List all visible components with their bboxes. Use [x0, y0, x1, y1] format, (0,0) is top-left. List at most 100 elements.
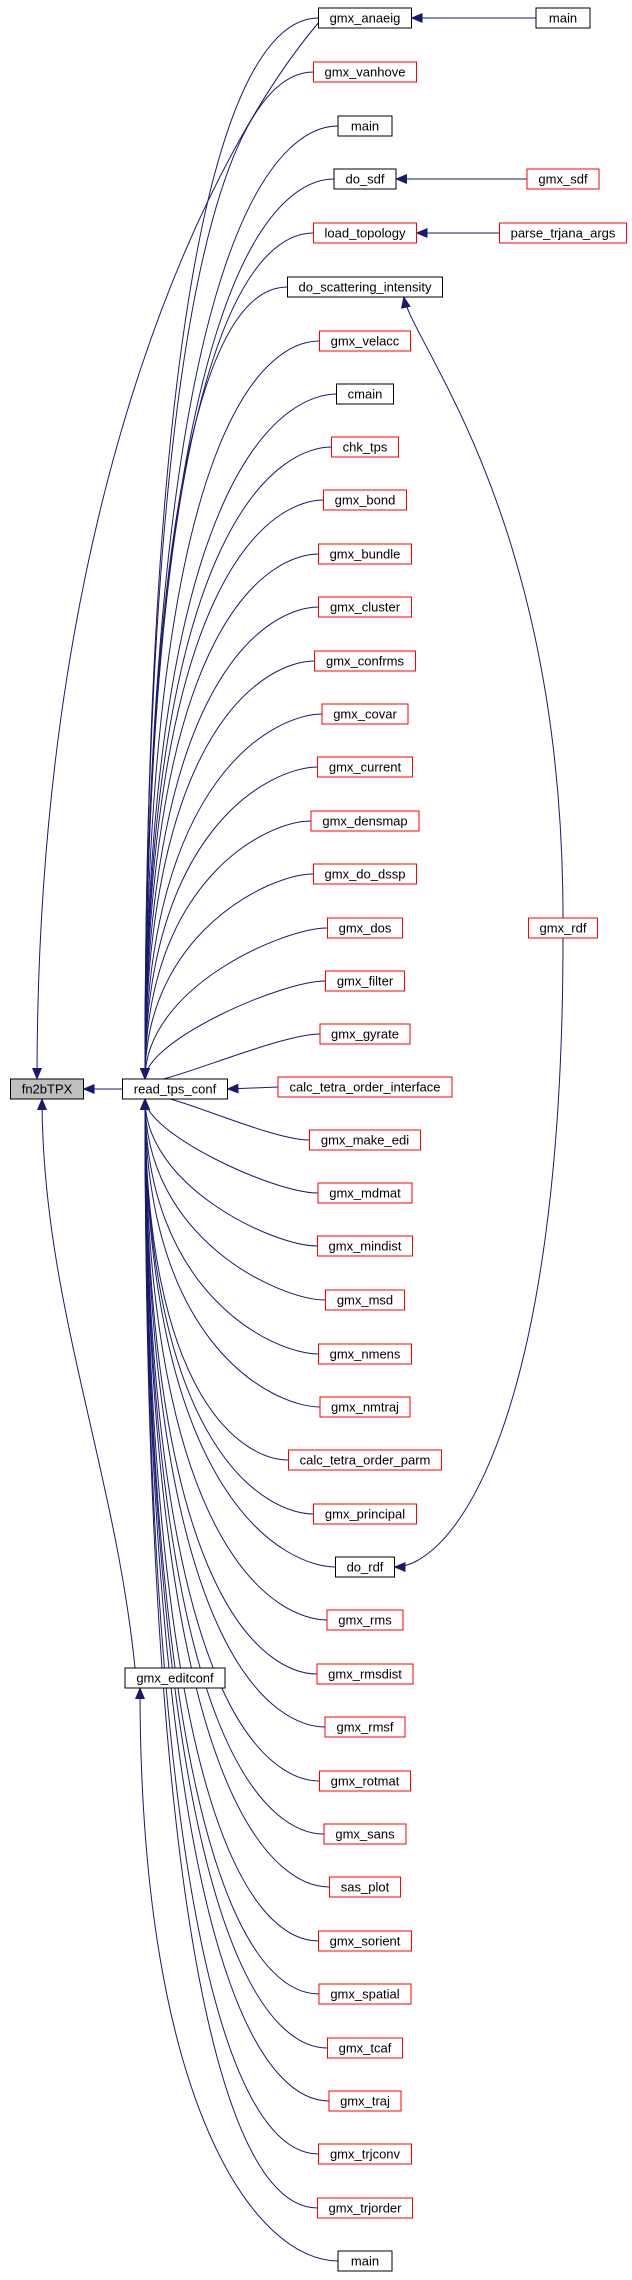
- node-gmx_nmtraj[interactable]: gmx_nmtraj: [319, 1396, 411, 1418]
- node-gmx_dos[interactable]: gmx_dos: [327, 917, 403, 939]
- node-gmx_vanhove[interactable]: gmx_vanhove: [313, 61, 417, 83]
- node-gmx_rdf[interactable]: gmx_rdf: [528, 917, 598, 939]
- node-gmx_principal[interactable]: gmx_principal: [313, 1503, 417, 1525]
- node-gmx_do_dssp[interactable]: gmx_do_dssp: [313, 863, 417, 885]
- node-label: gmx_densmap: [322, 814, 407, 829]
- edge-gmx_rmsf-to-read_tps_conf: [140, 1098, 326, 1728]
- node-gmx_nmens[interactable]: gmx_nmens: [318, 1343, 412, 1365]
- node-sas_plot[interactable]: sas_plot: [329, 1876, 401, 1898]
- edge-gmx_anaeig-to-fn2btpx: [32, 17, 323, 1080]
- node-label: gmx_make_edi: [321, 1133, 409, 1148]
- edge-do_scattering_intensity-to-read_tps_conf: [140, 286, 288, 1080]
- node-calc_tetra_order_interface[interactable]: calc_tetra_order_interface: [277, 1076, 453, 1098]
- node-gmx_sans[interactable]: gmx_sans: [323, 1823, 407, 1845]
- node-do_rdf[interactable]: do_rdf: [335, 1556, 395, 1578]
- node-gmx_trjconv[interactable]: gmx_trjconv: [318, 2143, 412, 2165]
- node-main_2[interactable]: main: [337, 2250, 393, 2272]
- node-box: [313, 61, 417, 83]
- node-box: [317, 1235, 413, 1257]
- node-label: gmx_vanhove: [325, 65, 406, 80]
- node-box: [325, 1289, 405, 1311]
- edge-gmx_dos-to-read_tps_conf: [140, 927, 328, 1080]
- node-label: do_sdf: [345, 172, 384, 187]
- node-box: [535, 7, 591, 29]
- node-label: gmx_rms: [338, 1613, 392, 1628]
- edge-gmx_gyrate-to-read_tps_conf: [140, 1033, 321, 1091]
- node-gmx_rmsf[interactable]: gmx_rmsf: [324, 1716, 406, 1738]
- node-label: gmx_editconf: [136, 1671, 214, 1686]
- node-load_topology[interactable]: load_topology: [313, 222, 417, 244]
- node-main_1[interactable]: main: [337, 115, 393, 137]
- node-gmx_tcaf[interactable]: gmx_tcaf: [327, 2037, 403, 2059]
- node-gmx_densmap[interactable]: gmx_densmap: [310, 810, 420, 832]
- node-gmx_trjorder[interactable]: gmx_trjorder: [317, 2197, 413, 2219]
- node-box: [318, 2143, 412, 2165]
- node-gmx_rms[interactable]: gmx_rms: [326, 1609, 404, 1631]
- edge-gmx_rms-to-read_tps_conf: [140, 1098, 328, 1621]
- node-do_scattering_intensity[interactable]: do_scattering_intensity: [287, 276, 443, 298]
- node-label: gmx_gyrate: [331, 1027, 399, 1042]
- node-parse_trjana_args[interactable]: parse_trjana_args: [499, 222, 627, 244]
- node-gmx_anaeig[interactable]: gmx_anaeig: [318, 7, 412, 29]
- node-gmx_rmsdist[interactable]: gmx_rmsdist: [316, 1663, 414, 1685]
- node-label: main: [549, 11, 577, 26]
- node-gmx_bond[interactable]: gmx_bond: [323, 489, 407, 511]
- node-box: [329, 1876, 401, 1898]
- node-do_sdf[interactable]: do_sdf: [333, 168, 397, 190]
- edge-gmx_confrms-to-read_tps_conf: [140, 660, 315, 1080]
- node-box: [319, 330, 411, 352]
- node-label: gmx_spatial: [330, 1987, 399, 2002]
- node-gmx_msd[interactable]: gmx_msd: [325, 1289, 405, 1311]
- node-read_tps_conf[interactable]: read_tps_conf: [122, 1078, 228, 1100]
- node-gmx_cluster[interactable]: gmx_cluster: [318, 596, 412, 618]
- node-gmx_sdf[interactable]: gmx_sdf: [526, 168, 600, 190]
- node-label: gmx_msd: [337, 1293, 393, 1308]
- node-cmain[interactable]: cmain: [336, 383, 394, 405]
- node-box: [327, 2037, 403, 2059]
- node-label: do_rdf: [347, 1560, 384, 1575]
- edge-gmx_current-to-read_tps_conf: [140, 766, 318, 1080]
- node-label: fn2bTPX: [22, 1082, 73, 1097]
- node-gmx_confrms[interactable]: gmx_confrms: [314, 650, 416, 672]
- node-gmx_filter[interactable]: gmx_filter: [325, 970, 405, 992]
- node-gmx_gyrate[interactable]: gmx_gyrate: [319, 1023, 411, 1045]
- node-label: do_scattering_intensity: [299, 280, 432, 295]
- node-label: gmx_covar: [333, 707, 397, 722]
- node-box: [337, 115, 393, 137]
- node-gmx_current[interactable]: gmx_current: [317, 756, 413, 778]
- node-label: gmx_bundle: [330, 547, 401, 562]
- edge-gmx_vanhove-to-read_tps_conf: [140, 71, 314, 1080]
- node-gmx_covar[interactable]: gmx_covar: [321, 703, 409, 725]
- node-gmx_spatial[interactable]: gmx_spatial: [318, 1983, 412, 2005]
- node-gmx_velacc[interactable]: gmx_velacc: [319, 330, 411, 352]
- node-label: parse_trjana_args: [511, 226, 616, 241]
- node-label: gmx_filter: [337, 974, 394, 989]
- edge-gmx_densmap-to-read_tps_conf: [140, 820, 312, 1080]
- node-box: [310, 810, 420, 832]
- node-box: [333, 168, 397, 190]
- node-gmx_mdmat[interactable]: gmx_mdmat: [317, 1182, 413, 1204]
- node-label: gmx_trjconv: [330, 2147, 401, 2162]
- node-box: [122, 1078, 228, 1100]
- node-gmx_sorient[interactable]: gmx_sorient: [318, 1930, 412, 1952]
- node-gmx_bundle[interactable]: gmx_bundle: [318, 543, 412, 565]
- node-box: [317, 1182, 413, 1204]
- node-calc_tetra_order_parm[interactable]: calc_tetra_order_parm: [288, 1449, 442, 1471]
- node-box: [321, 703, 409, 725]
- node-gmx_editconf[interactable]: gmx_editconf: [124, 1667, 226, 1689]
- node-box: [323, 1823, 407, 1845]
- edge-cmain-to-read_tps_conf: [140, 393, 337, 1080]
- node-gmx_traj[interactable]: gmx_traj: [328, 2090, 402, 2112]
- node-chk_tps[interactable]: chk_tps: [331, 436, 399, 458]
- node-box: [316, 1663, 414, 1685]
- node-gmx_rotmat[interactable]: gmx_rotmat: [319, 1770, 411, 1792]
- node-gmx_make_edi[interactable]: gmx_make_edi: [309, 1129, 421, 1151]
- node-box: [331, 436, 399, 458]
- node-gmx_mindist[interactable]: gmx_mindist: [317, 1235, 413, 1257]
- edge-gmx_sorient-to-read_tps_conf: [140, 1098, 319, 1942]
- node-box: [336, 383, 394, 405]
- edge-gmx_editconf-to-fn2btpx: [37, 1098, 136, 1669]
- node-main_3[interactable]: main: [535, 7, 591, 29]
- node-label: gmx_rmsdist: [328, 1667, 402, 1682]
